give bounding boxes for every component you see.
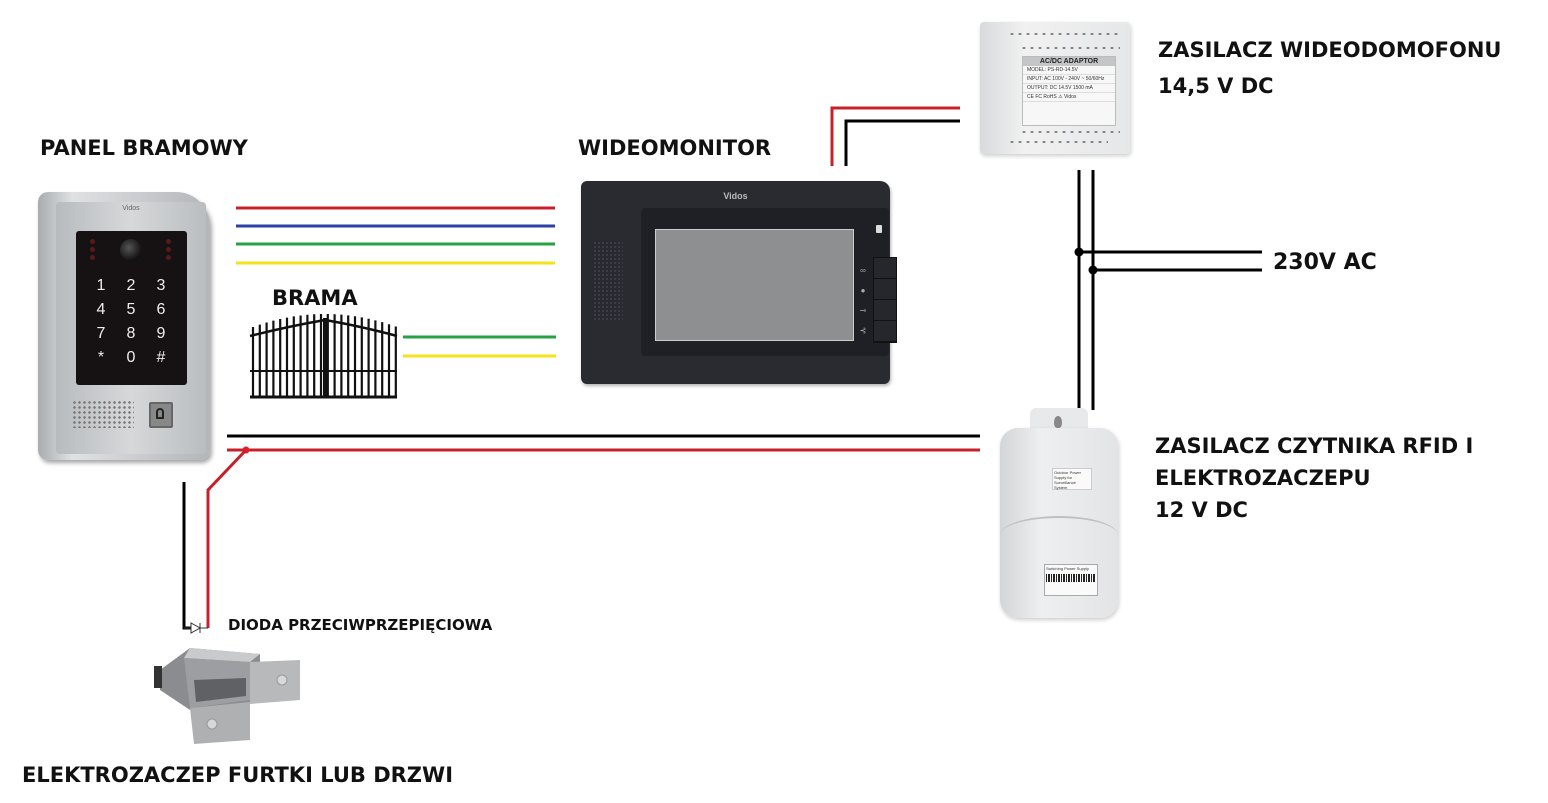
keypad-key: # <box>156 349 166 366</box>
mains-label: 230V AC <box>1273 250 1377 275</box>
keypad-key: 0 <box>126 349 136 366</box>
barcode-icon <box>1046 574 1096 582</box>
keypad-key: 4 <box>96 301 106 318</box>
psu-nameplate-line: MODEL: PS-RD-14.5V <box>1023 66 1115 75</box>
keypad-keys: 1 2 3 4 5 6 7 8 9 * 0 # <box>86 277 176 367</box>
monitor-brand: Vidos <box>723 191 748 201</box>
mount-hole-icon <box>1054 416 1062 428</box>
monitor-button-icon: ● <box>860 286 866 295</box>
wire-red-strike <box>206 448 248 628</box>
junction-dot <box>1074 247 1084 257</box>
gate-icon <box>249 314 398 399</box>
monitor-button-icon: ⊸ <box>859 306 867 315</box>
keypad-key: 6 <box>156 301 166 318</box>
psu-nameplate-line: OUTPUT: DC 14.5V 1500 mA <box>1023 84 1115 93</box>
wire-black-monitor-psu <box>844 119 960 166</box>
monitor-led-icon <box>876 225 882 233</box>
video-monitor-label: WIDEOMONITOR <box>578 136 772 160</box>
speaker-grille-icon <box>72 400 134 428</box>
terminal-dots <box>1008 32 1118 36</box>
gate-label: BRAMA <box>272 286 358 310</box>
rfid-psu-label: ZASILACZ CZYTNIKA RFID I ELEKTROZACZEPU … <box>1155 430 1473 526</box>
gate-panel-device: Vidos 1 2 3 4 5 6 7 8 9 * 0 # <box>38 192 210 460</box>
keypad-key: 2 <box>126 277 136 294</box>
monitor-button-icon: ∞ <box>860 266 866 275</box>
keypad-key: 7 <box>96 325 106 342</box>
rfid-psu-voltage: 12 V DC <box>1155 498 1248 522</box>
psu-label-top: Outdoor Power Supply for Surveillance Sy… <box>1052 468 1092 490</box>
junction-dot <box>1088 265 1098 275</box>
rfid-psu-line2: ELEKTROZACZEPU <box>1155 466 1371 490</box>
psu-nameplate-line: INPUT: AC 100V - 240V ~ 50/60Hz <box>1023 75 1115 84</box>
monitor-screen <box>655 229 854 341</box>
intercom-psu-device: AC/DC ADAPTOR MODEL: PS-RD-14.5V INPUT: … <box>980 22 1130 154</box>
intercom-psu-name: ZASILACZ WIDEODOMOFONU <box>1158 38 1502 62</box>
camera-lens-icon <box>120 239 142 261</box>
psu-label-bottom-text: Switching Power Supply <box>1046 566 1089 571</box>
door-strike-device <box>154 648 300 744</box>
intercom-psu-voltage: 14,5 V DC <box>1158 74 1274 98</box>
psu-nameplate-header: AC/DC ADAPTOR <box>1023 57 1115 66</box>
keypad-key: 9 <box>156 325 166 342</box>
intercom-psu-label: ZASILACZ WIDEODOMOFONU 14,5 V DC <box>1158 32 1501 104</box>
keypad-key: 1 <box>96 277 106 294</box>
keypad: 1 2 3 4 5 6 7 8 9 * 0 # <box>76 231 187 385</box>
diode-symbol <box>184 622 208 634</box>
psu-nameplate-line: CE FC RoHS ⚠ Vidos <box>1023 93 1115 102</box>
psu-label-bottom: Switching Power Supply <box>1044 564 1098 596</box>
gate-panel-label: PANEL BRAMOWY <box>40 136 248 160</box>
rfid-psu-line1: ZASILACZ CZYTNIKA RFID I <box>1155 434 1474 458</box>
ir-led-icon <box>166 239 172 263</box>
keypad-key: * <box>97 349 105 366</box>
wire-red-monitor-psu <box>830 106 960 166</box>
psu-seam <box>1000 516 1118 548</box>
terminal-dots <box>1008 140 1108 144</box>
terminal-dots <box>1020 130 1120 134</box>
terminal-dots <box>1020 46 1120 50</box>
wire-black-strike <box>182 482 192 630</box>
keypad-key: 5 <box>126 301 136 318</box>
bell-button-icon <box>149 402 173 428</box>
gate-panel-brand: Vidos <box>122 205 140 212</box>
rfid-psu-device: Outdoor Power Supply for Surveillance Sy… <box>1000 428 1118 618</box>
door-strike-label: ELEKTROZACZEP FURTKI LUB DRZWI <box>22 763 454 787</box>
keypad-key: 8 <box>126 325 136 342</box>
monitor-button-icon: ⊰ <box>859 326 867 335</box>
monitor-buttons <box>873 257 897 343</box>
video-monitor-device: Vidos ∞ ● ⊸ ⊰ <box>581 181 897 384</box>
keypad-key: 3 <box>156 277 166 294</box>
diode-label: DIODA PRZECIWPRZEPIĘCIOWA <box>228 616 493 634</box>
psu-nameplate: AC/DC ADAPTOR MODEL: PS-RD-14.5V INPUT: … <box>1022 56 1116 126</box>
ir-led-icon <box>90 239 96 263</box>
monitor-speaker-icon <box>593 241 623 321</box>
monitor-button-icons: ∞ ● ⊸ ⊰ <box>857 261 869 341</box>
gate-panel-face: Vidos 1 2 3 4 5 6 7 8 9 * 0 # <box>56 202 206 454</box>
